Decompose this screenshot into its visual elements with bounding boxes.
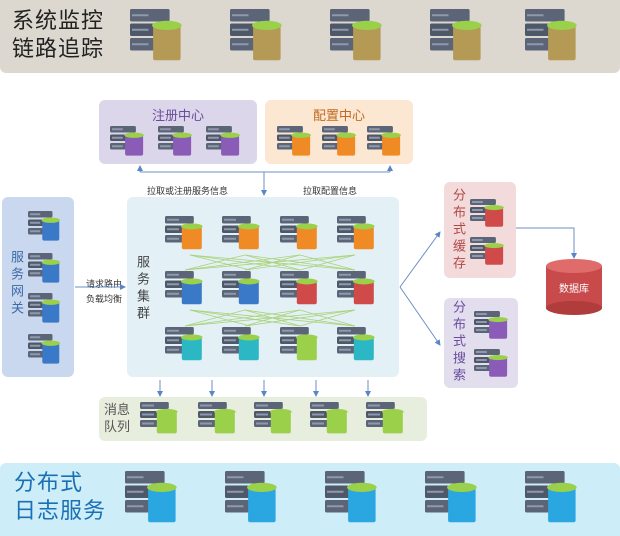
gateway-server-3: [28, 293, 60, 323]
mq-title: 消息队列: [104, 403, 131, 435]
monitor-server-3: [330, 9, 382, 61]
cluster-server-11: [280, 327, 318, 361]
config-server-3: [367, 126, 401, 156]
annotation-pull-register: 拉取或注册服务信息: [147, 187, 229, 197]
config-server-1: [277, 126, 311, 156]
cluster-title: 服务集群: [134, 255, 149, 323]
registry-server-1: [110, 126, 144, 156]
annotation-pull-config: 拉取配置信息: [303, 187, 358, 197]
cluster-server-5: [165, 271, 203, 305]
monitor-server-1: [130, 9, 182, 61]
cache-panel: [444, 182, 516, 278]
registry-server-3: [206, 126, 240, 156]
registry-title: 注册中心: [151, 109, 204, 124]
cluster-server-9: [165, 327, 203, 361]
logging-band: [0, 463, 620, 536]
mq-server-2: [198, 402, 236, 434]
gateway-server-4: [28, 334, 60, 364]
config-server-2: [322, 126, 356, 156]
cluster-server-8: [337, 271, 375, 305]
mq-server-1: [140, 402, 178, 434]
monitoring-title: 系统监控 链路追踪: [12, 9, 105, 62]
annotation-route: 请求路由: [86, 280, 123, 290]
mq-server-3: [254, 402, 292, 434]
log-server-4: [425, 471, 477, 523]
search-server-2: [474, 349, 508, 377]
monitoring-band: [0, 0, 620, 73]
log-server-3: [325, 471, 377, 523]
annotation-balance: 负载均衡: [86, 295, 123, 305]
cluster-search-arrow: [399, 286, 441, 346]
registry-server-2: [158, 126, 192, 156]
search-title: 分布式搜索: [450, 300, 465, 385]
logging-title: 分布式 日志服务: [14, 471, 107, 524]
database-icon: [546, 259, 602, 315]
cluster-server-1: [165, 216, 203, 250]
cache-db-arrow: [516, 227, 577, 259]
cluster-server-10: [222, 327, 260, 361]
mq-server-5: [366, 402, 404, 434]
cluster-server-3: [280, 216, 318, 250]
cluster-mesh: [184, 254, 356, 327]
log-server-5: [525, 471, 577, 523]
cache-server-2: [470, 237, 504, 265]
cluster-server-6: [222, 271, 260, 305]
cluster-server-2: [222, 216, 260, 250]
cluster-server-12: [337, 327, 375, 361]
monitor-server-2: [230, 9, 282, 61]
gateway-server-1: [28, 211, 60, 241]
gateway-title: 服务网关: [8, 250, 23, 318]
search-server-1: [474, 311, 508, 339]
database-label: 数据库: [559, 284, 589, 295]
monitor-server-5: [525, 9, 577, 61]
mq-server-4: [310, 402, 348, 434]
cache-title: 分布式缓存: [450, 188, 465, 273]
log-server-2: [225, 471, 277, 523]
config-title: 配置中心: [312, 109, 365, 124]
monitor-server-4: [430, 9, 482, 61]
gateway-server-2: [28, 253, 60, 283]
cluster-server-4: [337, 216, 375, 250]
cluster-cache-arrow: [399, 231, 441, 288]
log-server-1: [125, 471, 177, 523]
cache-server-1: [470, 199, 504, 227]
cluster-server-7: [280, 271, 318, 305]
